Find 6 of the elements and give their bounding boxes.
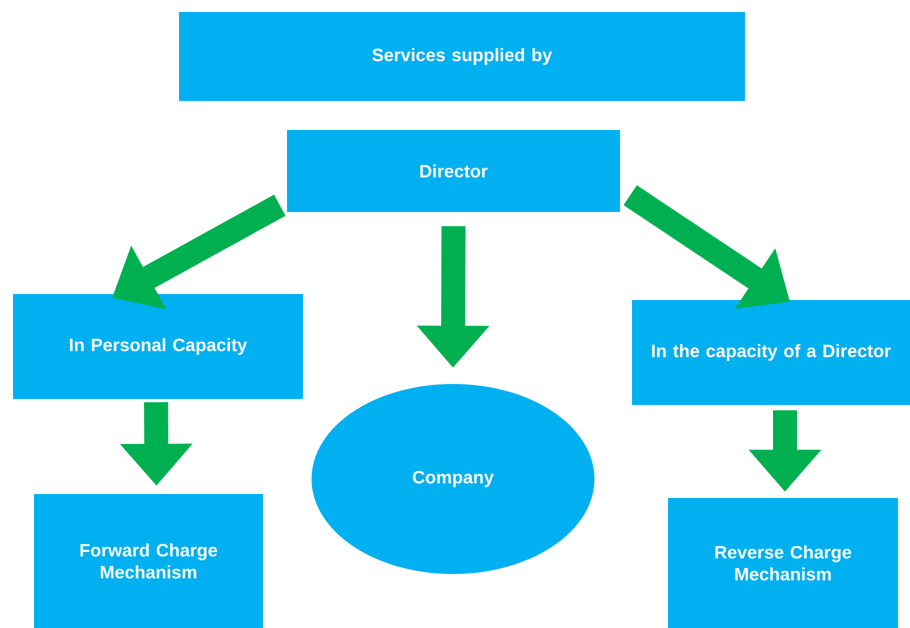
process-box: In Personal Capacity — [13, 294, 303, 399]
process-box: Services supplied by — [179, 12, 745, 101]
process-box: Reverse Charge Mechanism — [668, 498, 898, 628]
process-box: In the capacity of a Director — [632, 300, 910, 405]
process-box: Forward Charge Mechanism — [34, 494, 263, 628]
process-box: Director — [287, 130, 620, 212]
